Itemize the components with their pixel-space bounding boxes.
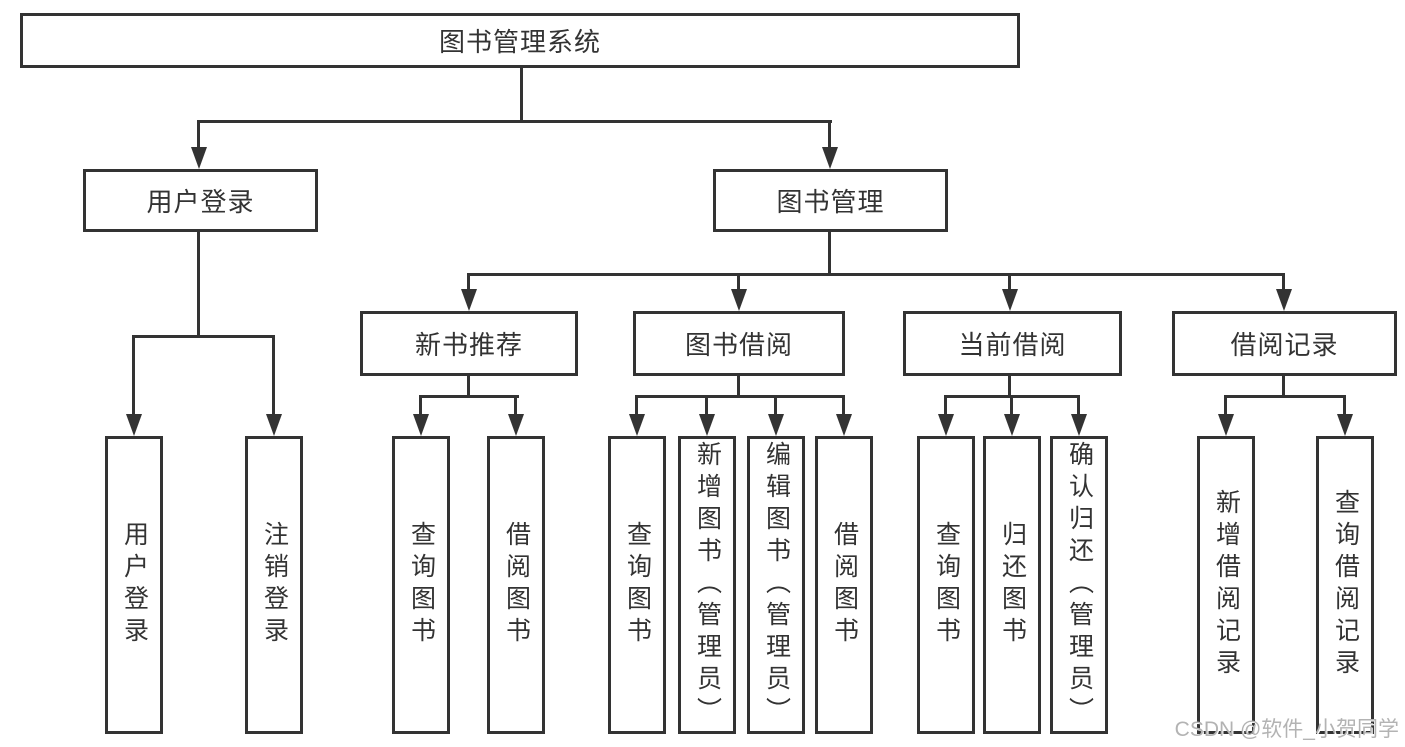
arrow-down-icon	[822, 147, 838, 169]
arrow-down-icon	[1276, 289, 1292, 311]
node-leaf-user-login: 用户登录	[105, 436, 163, 734]
node-label: 查询图书	[932, 521, 961, 649]
connector-line	[197, 120, 832, 123]
connector-line	[1282, 273, 1285, 298]
connector-line	[272, 335, 275, 417]
connector-line	[737, 273, 740, 298]
arrow-down-icon	[266, 414, 282, 436]
node-label: 新增借阅记录	[1212, 489, 1241, 681]
node-leaf-logout: 注销登录	[245, 436, 303, 734]
connector-line	[1224, 395, 1227, 420]
node-label: 新书推荐	[414, 330, 523, 360]
node-leaf-rec-query-book: 查询图书	[392, 436, 450, 734]
node-book-borrow: 图书借阅	[633, 311, 845, 376]
arrow-down-icon	[126, 414, 142, 436]
arrow-down-icon	[1337, 414, 1353, 436]
connector-line	[1224, 395, 1346, 398]
arrow-down-icon	[699, 414, 715, 436]
node-leaf-bb-borrow-book: 借阅图书	[815, 436, 873, 734]
connector-line	[828, 120, 831, 152]
connector-line	[705, 395, 708, 420]
node-label: 借阅记录	[1230, 330, 1339, 360]
connector-line	[520, 68, 523, 120]
connector-line	[467, 273, 470, 298]
connector-line	[1008, 376, 1011, 395]
connector-line	[828, 232, 831, 273]
node-new-book-recommend: 新书推荐	[360, 311, 578, 376]
node-label: 用户登录	[120, 521, 149, 649]
node-book-management: 图书管理	[713, 169, 948, 232]
node-leaf-rec-borrow-book: 借阅图书	[487, 436, 545, 734]
connector-line	[1008, 273, 1011, 298]
node-label: 归还图书	[998, 521, 1027, 649]
arrow-down-icon	[1004, 414, 1020, 436]
node-leaf-bb-add-book-admin: 新增图书（管理员）	[678, 436, 736, 734]
arrow-down-icon	[1071, 414, 1087, 436]
connector-line	[419, 395, 422, 420]
node-leaf-br-query-record: 查询借阅记录	[1316, 436, 1374, 734]
node-label: 确认归还（管理员）	[1065, 441, 1094, 729]
node-label: 借阅图书	[830, 521, 859, 649]
connector-line	[197, 232, 200, 335]
arrow-down-icon	[1218, 414, 1234, 436]
connector-line	[514, 395, 517, 420]
arrow-down-icon	[191, 147, 207, 169]
connector-line	[467, 273, 1285, 276]
node-root-system: 图书管理系统	[20, 13, 1020, 68]
node-label: 图书借阅	[684, 330, 793, 360]
connector-line	[1282, 376, 1285, 395]
connector-line	[635, 395, 638, 420]
connector-line	[737, 376, 740, 395]
node-label: 查询借阅记录	[1331, 489, 1360, 681]
node-label: 注销登录	[260, 521, 289, 649]
arrow-down-icon	[508, 414, 524, 436]
csdn-watermark: CSDN @软件_小贺同学	[1174, 718, 1399, 741]
node-user-login: 用户登录	[83, 169, 318, 232]
node-label: 图书管理系统	[438, 27, 601, 57]
connector-line	[774, 395, 777, 420]
node-leaf-br-add-record: 新增借阅记录	[1197, 436, 1255, 734]
arrow-down-icon	[938, 414, 954, 436]
node-label: 图书管理	[776, 187, 885, 217]
arrow-down-icon	[629, 414, 645, 436]
connector-line	[132, 335, 275, 338]
connector-line	[944, 395, 947, 420]
node-borrow-records: 借阅记录	[1172, 311, 1397, 376]
connector-line	[635, 395, 845, 398]
arrow-down-icon	[413, 414, 429, 436]
node-label: 编辑图书（管理员）	[762, 441, 791, 729]
connector-line	[842, 395, 845, 420]
node-leaf-cb-query-book: 查询图书	[917, 436, 975, 734]
node-leaf-cb-confirm-return-admin: 确认归还（管理员）	[1050, 436, 1108, 734]
connector-line	[1010, 395, 1013, 420]
arrow-down-icon	[836, 414, 852, 436]
node-label: 用户登录	[146, 187, 255, 217]
connector-line	[419, 395, 519, 398]
connector-line	[1077, 395, 1080, 420]
node-leaf-bb-query-book: 查询图书	[608, 436, 666, 734]
node-label: 查询图书	[623, 521, 652, 649]
connector-line	[197, 120, 200, 152]
node-label: 借阅图书	[502, 521, 531, 649]
connector-line	[467, 376, 470, 395]
node-leaf-cb-return-book: 归还图书	[983, 436, 1041, 734]
node-label: 查询图书	[407, 521, 436, 649]
connector-line	[1343, 395, 1346, 420]
arrow-down-icon	[461, 289, 477, 311]
node-label: 当前借阅	[958, 330, 1067, 360]
node-leaf-bb-edit-book-admin: 编辑图书（管理员）	[747, 436, 805, 734]
connector-line	[132, 335, 135, 417]
arrow-down-icon	[1002, 289, 1018, 311]
node-current-borrow: 当前借阅	[903, 311, 1122, 376]
node-label: 新增图书（管理员）	[693, 441, 722, 729]
arrow-down-icon	[731, 289, 747, 311]
arrow-down-icon	[768, 414, 784, 436]
